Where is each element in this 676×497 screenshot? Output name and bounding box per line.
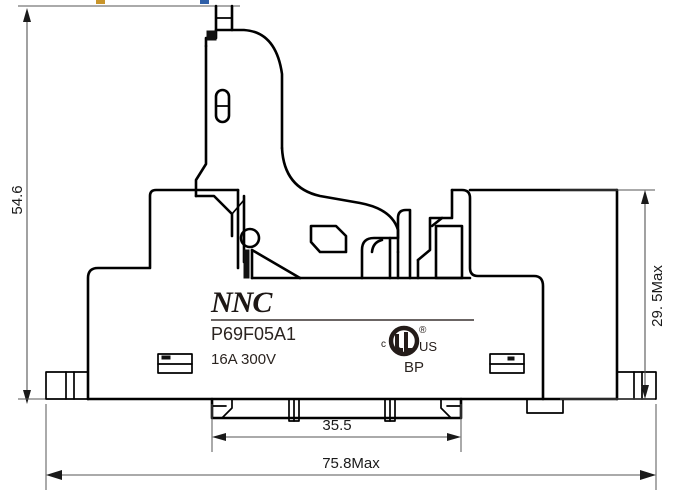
dimension-overall-height-arrow-bottom bbox=[23, 390, 31, 404]
dimension-pin-span-text: 35.5 bbox=[322, 417, 351, 434]
dimension-overall-width-arrow-left bbox=[46, 470, 62, 480]
spring-contact-hook bbox=[360, 236, 392, 280]
housing-vent-right bbox=[489, 353, 525, 374]
contact-block-pentagon bbox=[309, 224, 348, 254]
retainer-clip-profile bbox=[194, 4, 400, 280]
model-number-text: P69F05A1 bbox=[211, 324, 296, 344]
factory-code-text: BP bbox=[404, 359, 424, 376]
clip-slot-hole bbox=[214, 88, 231, 124]
dimension-overall-width: 75.8Max bbox=[45, 404, 657, 490]
pin-hook-right bbox=[440, 398, 462, 419]
bottom-pin-row bbox=[210, 397, 564, 422]
dimension-pin-span-arrow-left bbox=[212, 433, 226, 441]
dimension-body-height-arrow-top bbox=[641, 190, 649, 204]
dimension-body-height-arrow-bottom bbox=[641, 385, 649, 399]
ul-c-prefix-text: c bbox=[381, 339, 386, 350]
contact-post bbox=[388, 208, 412, 280]
ul-logo-icon bbox=[388, 325, 420, 357]
pin-center-2 bbox=[384, 398, 396, 422]
pin-center-1 bbox=[288, 398, 300, 422]
product-label-plate: NNC P69F05A1 16A 300V c ® US BP bbox=[210, 286, 474, 376]
ul-registered-symbol: ® bbox=[419, 325, 427, 336]
mounting-ear-right bbox=[616, 371, 657, 400]
dimension-body-height-text: 29. 5Max bbox=[649, 265, 666, 327]
dimension-overall-height-arrow-top bbox=[23, 8, 31, 22]
ul-us-suffix-text: US bbox=[419, 339, 437, 354]
housing-vent-left bbox=[157, 353, 193, 374]
dimension-overall-width-arrow-right bbox=[640, 470, 656, 480]
dimension-body-height: 29. 5Max bbox=[560, 189, 666, 400]
dimension-pin-span: 35.5 bbox=[211, 404, 462, 452]
latch-bar bbox=[243, 249, 250, 279]
bottom-center-tab bbox=[526, 398, 564, 414]
pin-hook-left bbox=[211, 398, 233, 419]
mounting-ear-left bbox=[45, 371, 89, 400]
dimension-overall-height: 54.6 bbox=[9, 8, 31, 404]
brand-logo-text: NNC bbox=[210, 286, 273, 319]
right-terminal-block bbox=[434, 224, 464, 280]
internal-contact-details bbox=[298, 188, 472, 280]
socket-body-outline bbox=[86, 188, 619, 401]
rating-text: 16A 300V bbox=[211, 351, 276, 368]
ul-certification-mark: c ® US bbox=[381, 325, 437, 357]
dimension-pin-span-arrow-right bbox=[447, 433, 461, 441]
dimension-overall-height-text: 54.6 bbox=[9, 185, 26, 214]
right-bracket bbox=[416, 188, 454, 262]
dimension-overall-width-text: 75.8Max bbox=[322, 455, 380, 472]
pivot-circle bbox=[239, 227, 261, 249]
